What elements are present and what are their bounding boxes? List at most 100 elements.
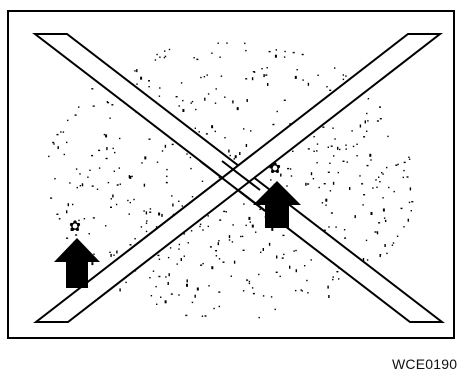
speckle-dot bbox=[202, 316, 203, 317]
speckle-dot bbox=[50, 197, 52, 198]
speckle-dot bbox=[191, 230, 192, 231]
speckle-dot bbox=[325, 199, 327, 202]
speckle-dot bbox=[190, 157, 191, 158]
speckle-dot bbox=[92, 185, 94, 186]
speckle-dot bbox=[276, 256, 277, 259]
speckle-dot bbox=[267, 83, 268, 86]
speckle-dot bbox=[232, 241, 233, 242]
speckle-dot bbox=[328, 147, 329, 148]
speckle-dot bbox=[308, 83, 309, 86]
speckle-dot bbox=[89, 233, 90, 234]
speckle-dot bbox=[56, 214, 58, 215]
speckle-dot bbox=[249, 283, 250, 284]
speckle-dot bbox=[363, 194, 365, 195]
speckle-dot bbox=[186, 153, 187, 154]
speckle-dot bbox=[146, 231, 147, 232]
speckle-dot bbox=[333, 182, 334, 185]
speckle-dot bbox=[149, 212, 151, 213]
speckle-dot bbox=[223, 262, 225, 263]
speckle-dot bbox=[190, 168, 191, 169]
speckle-dot bbox=[403, 177, 404, 178]
speckle-dot bbox=[253, 71, 255, 72]
speckle-dot bbox=[322, 202, 323, 203]
speckle-dot bbox=[144, 156, 146, 159]
speckle-dot bbox=[284, 56, 285, 57]
speckle-dot bbox=[130, 244, 132, 245]
speckle-dot bbox=[387, 136, 388, 137]
speckle-dot bbox=[292, 151, 293, 152]
speckle-dot bbox=[411, 201, 413, 202]
speckle-dot bbox=[386, 167, 387, 168]
speckle-dot bbox=[204, 98, 205, 101]
speckle-dot bbox=[178, 248, 179, 249]
speckle-dot bbox=[195, 109, 196, 110]
speckle-dot bbox=[243, 290, 244, 291]
speckle-dot bbox=[265, 74, 267, 75]
speckle-dot bbox=[293, 52, 295, 53]
speckle-dot bbox=[359, 175, 360, 176]
speckle-dot bbox=[375, 179, 376, 180]
speckle-dot bbox=[231, 276, 232, 277]
speckle-dot bbox=[372, 187, 373, 188]
speckle-dot bbox=[313, 151, 314, 152]
speckle-dot bbox=[380, 254, 381, 257]
speckle-dot bbox=[77, 187, 78, 188]
speckle-dot bbox=[104, 134, 105, 135]
speckle-dot bbox=[403, 226, 404, 227]
speckle-dot bbox=[78, 220, 79, 221]
speckle-dot bbox=[269, 243, 270, 246]
speckle-dot bbox=[82, 183, 83, 186]
speckle-dot bbox=[301, 289, 302, 290]
speckle-dot bbox=[370, 159, 371, 160]
speckle-dot bbox=[202, 229, 203, 230]
speckle-dot bbox=[395, 165, 397, 166]
speckle-dot bbox=[376, 187, 377, 188]
speckle-dot bbox=[200, 224, 201, 225]
speckle-dot bbox=[271, 296, 272, 297]
speckle-dot bbox=[112, 195, 113, 198]
speckle-dot bbox=[385, 221, 386, 222]
speckle-dot bbox=[181, 82, 182, 83]
speckle-dot bbox=[331, 212, 333, 213]
speckle-dot bbox=[333, 276, 334, 277]
speckle-dot bbox=[333, 155, 334, 156]
speckle-dot bbox=[394, 191, 395, 192]
speckle-dot bbox=[280, 174, 281, 177]
speckle-dot bbox=[218, 43, 219, 44]
speckle-dot bbox=[328, 172, 330, 173]
speckle-dot bbox=[182, 205, 183, 206]
speckle-dot bbox=[246, 144, 247, 147]
speckle-dot bbox=[244, 43, 245, 44]
speckle-dot bbox=[218, 240, 219, 241]
speckle-dot bbox=[282, 257, 284, 258]
speckle-dot bbox=[367, 120, 368, 121]
speckle-dot bbox=[259, 209, 260, 210]
speckle-dot bbox=[366, 240, 367, 241]
speckle-dot bbox=[125, 282, 126, 283]
speckle-dot bbox=[68, 203, 69, 206]
speckle-dot bbox=[283, 235, 285, 236]
speckle-dot bbox=[215, 250, 217, 251]
speckle-dot bbox=[75, 234, 77, 235]
speckle-dot bbox=[63, 131, 64, 132]
speckle-dot bbox=[243, 203, 244, 204]
speckle-dot bbox=[322, 127, 324, 128]
speckle-dot bbox=[200, 77, 201, 78]
speckle-dot bbox=[166, 169, 167, 170]
speckle-dot bbox=[313, 178, 314, 179]
speckle-dot bbox=[295, 290, 296, 291]
speckle-dot bbox=[186, 284, 188, 287]
speckle-dot bbox=[407, 176, 409, 177]
speckle-dot bbox=[195, 128, 196, 129]
speckle-dot bbox=[347, 161, 348, 162]
speckle-dot bbox=[188, 242, 189, 243]
speckle-dot bbox=[291, 175, 292, 176]
speckle-dot bbox=[243, 250, 245, 251]
speckle-dot bbox=[409, 202, 410, 203]
speckle-dot bbox=[202, 181, 203, 182]
speckle-dot bbox=[245, 50, 246, 51]
speckle-dot bbox=[182, 109, 184, 112]
speckle-dot bbox=[330, 190, 331, 191]
speckle-dot bbox=[351, 130, 352, 131]
speckle-dot bbox=[64, 154, 65, 155]
